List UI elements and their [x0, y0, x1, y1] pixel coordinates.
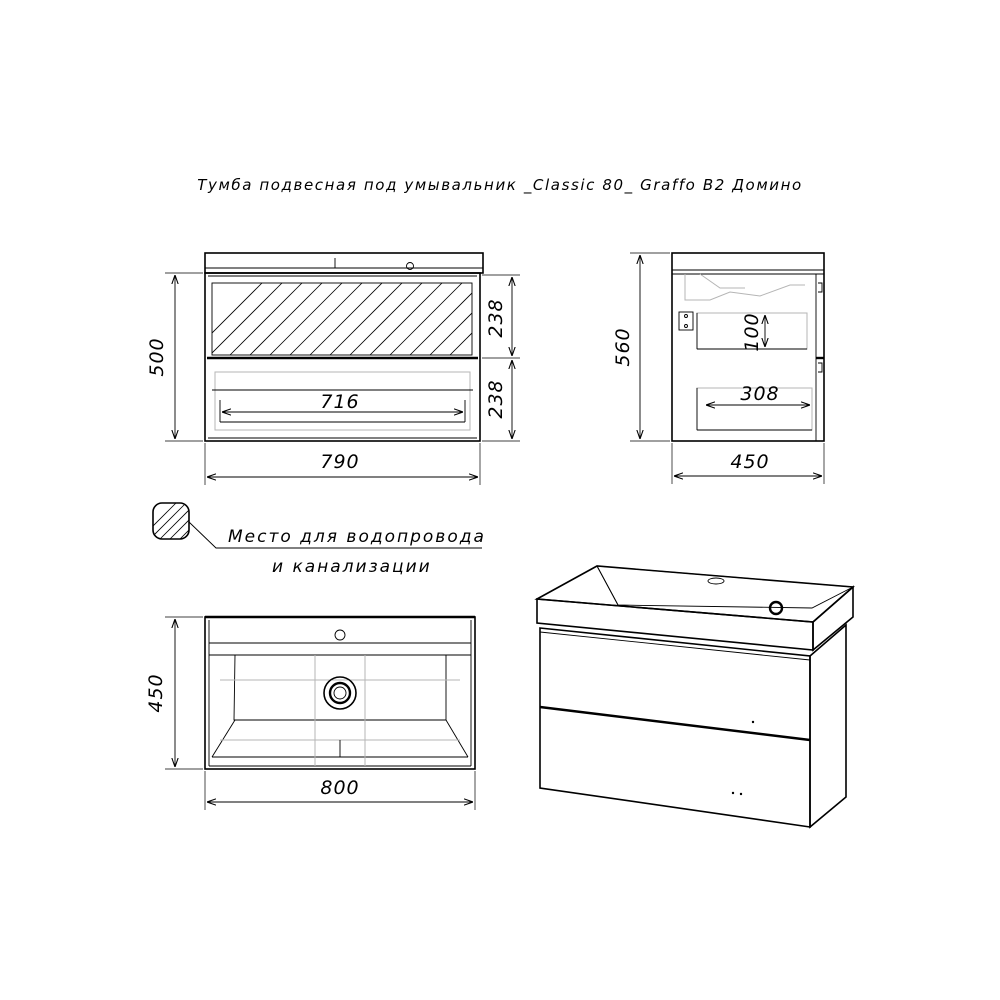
drawer-inner-height-label: 100: [741, 312, 763, 351]
legend: Место для водопровода и канализации: [152, 502, 486, 577]
drawing-title: Тумба подвесная под умывальник _Classic …: [197, 176, 803, 195]
hatched-plumbing-area: [212, 283, 472, 355]
front-width-label: 790: [320, 451, 359, 473]
drawer-inner-depth-label: 308: [740, 383, 779, 405]
drawer-bottom-height-label: 238: [485, 379, 507, 418]
top-depth-label: 450: [145, 673, 167, 712]
legend-hatch-swatch: [153, 503, 189, 539]
legend-label-line1: Место для водопровода: [228, 527, 486, 547]
side-view: 100 308 560 450: [612, 252, 825, 484]
legend-label-line2: и канализации: [272, 557, 432, 577]
top-view: 450 800: [145, 615, 476, 810]
front-view: 716 500 238 238 790: [146, 252, 520, 485]
front-height-label: 500: [146, 337, 168, 376]
drawer-inner-width-label: 716: [320, 391, 359, 413]
isometric-view: [534, 565, 855, 829]
side-height-label: 560: [612, 327, 634, 366]
drawer-top-height-label: 238: [485, 298, 507, 337]
top-width-label: 800: [320, 777, 359, 799]
side-depth-label: 450: [730, 451, 769, 473]
